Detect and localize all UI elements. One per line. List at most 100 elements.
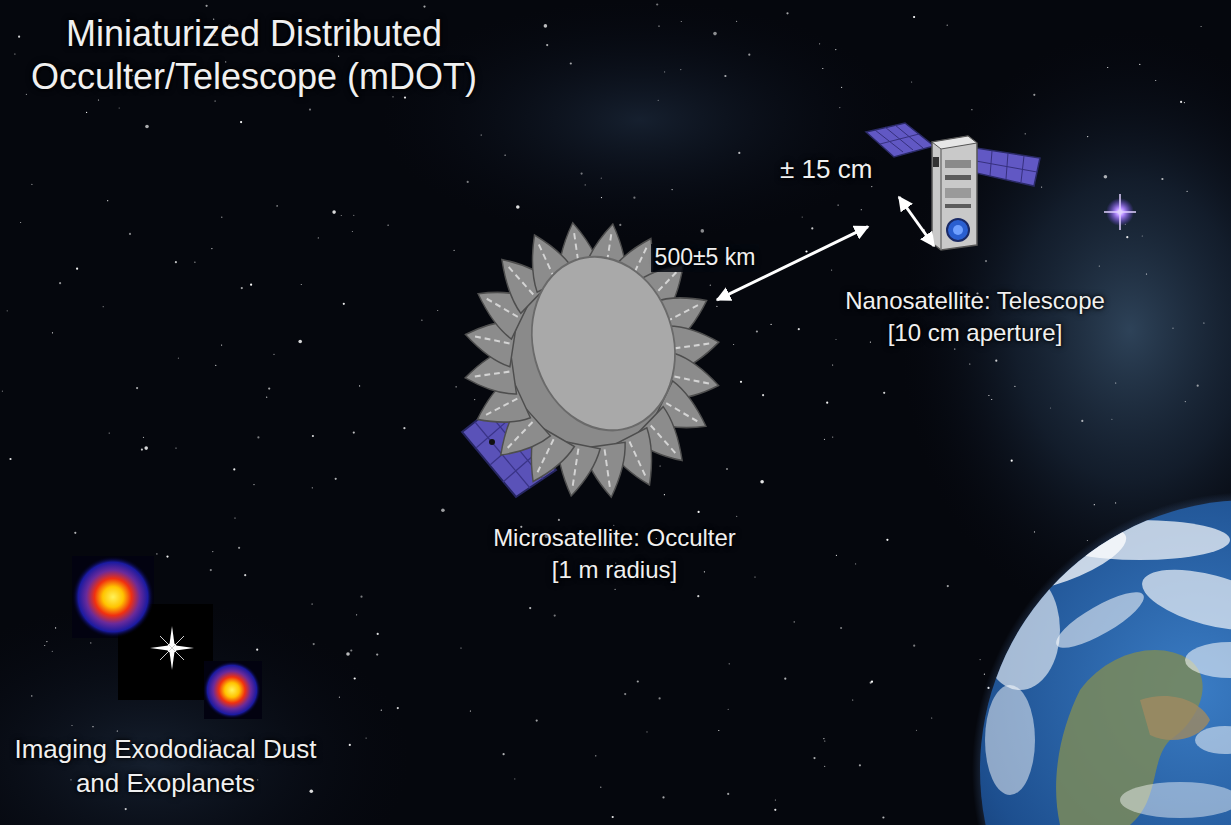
star [166, 556, 168, 558]
star [601, 178, 602, 179]
star [660, 465, 661, 466]
star [74, 532, 76, 534]
star [92, 726, 93, 727]
star [658, 100, 659, 101]
tolerance-label: ± 15 cm [780, 153, 872, 187]
star [619, 224, 621, 226]
star [119, 107, 120, 108]
star [298, 340, 302, 344]
star [178, 358, 179, 359]
star [343, 303, 345, 305]
star [947, 25, 948, 26]
star [301, 284, 302, 285]
star [672, 189, 673, 190]
star [240, 121, 242, 123]
star [221, 217, 222, 218]
star [145, 125, 149, 129]
star [1081, 420, 1083, 422]
star [381, 710, 382, 711]
star [546, 44, 548, 46]
star [1203, 322, 1204, 323]
star [266, 397, 267, 398]
star [360, 596, 362, 598]
star [536, 720, 538, 722]
star [659, 697, 661, 699]
star [736, 21, 737, 22]
star [984, 674, 985, 675]
star [244, 574, 246, 576]
star [460, 647, 461, 648]
star [985, 260, 987, 262]
star [658, 26, 659, 27]
star [748, 54, 750, 56]
star [156, 553, 157, 554]
star [713, 32, 717, 36]
star [86, 112, 87, 113]
star [646, 731, 647, 732]
star [710, 285, 711, 286]
star [253, 484, 254, 485]
star [740, 381, 742, 383]
star [913, 16, 915, 18]
star [310, 789, 314, 793]
star [474, 399, 475, 400]
star [664, 71, 665, 72]
star [346, 652, 350, 656]
star [175, 261, 177, 263]
star [600, 787, 601, 788]
star [505, 155, 506, 156]
star [835, 339, 836, 340]
star [359, 385, 360, 386]
star [26, 94, 27, 95]
star [716, 306, 717, 307]
star [870, 342, 871, 343]
star [215, 100, 216, 101]
star [9, 458, 11, 460]
star [805, 250, 807, 252]
star [832, 364, 833, 365]
star [312, 487, 313, 488]
star [516, 205, 520, 209]
diagram-title: Miniaturized Distributed Occulter/Telesc… [19, 12, 489, 98]
star [756, 330, 758, 332]
star [1155, 80, 1156, 81]
star [59, 282, 61, 284]
star [819, 43, 820, 44]
star [1161, 178, 1163, 180]
star [31, 695, 32, 696]
star [313, 643, 315, 645]
star [437, 310, 438, 311]
star [376, 654, 378, 656]
star [350, 649, 352, 651]
star [1115, 382, 1116, 383]
telescope-satellite: Nanosatellite: Telescope [10 cm aperture… [868, 122, 1042, 247]
image-caption: Imaging Exododiacal Dust and Exoplanets [8, 733, 323, 801]
star [718, 730, 719, 731]
star [1107, 67, 1108, 68]
star [144, 446, 148, 450]
star [822, 68, 823, 69]
star [697, 595, 699, 597]
star [1099, 266, 1100, 267]
star [257, 436, 259, 438]
star [211, 248, 212, 249]
star [98, 99, 99, 100]
star [175, 448, 176, 449]
star [738, 152, 740, 154]
star [257, 779, 258, 780]
star [832, 437, 833, 438]
star [55, 627, 56, 628]
star [733, 344, 734, 345]
star [729, 663, 730, 664]
star [1094, 504, 1095, 505]
star [1034, 531, 1035, 532]
star [558, 519, 560, 521]
star [1104, 175, 1108, 179]
star [250, 284, 252, 286]
star [835, 49, 836, 50]
star [456, 386, 457, 387]
star [771, 324, 772, 325]
star [570, 62, 572, 64]
star [332, 210, 336, 214]
